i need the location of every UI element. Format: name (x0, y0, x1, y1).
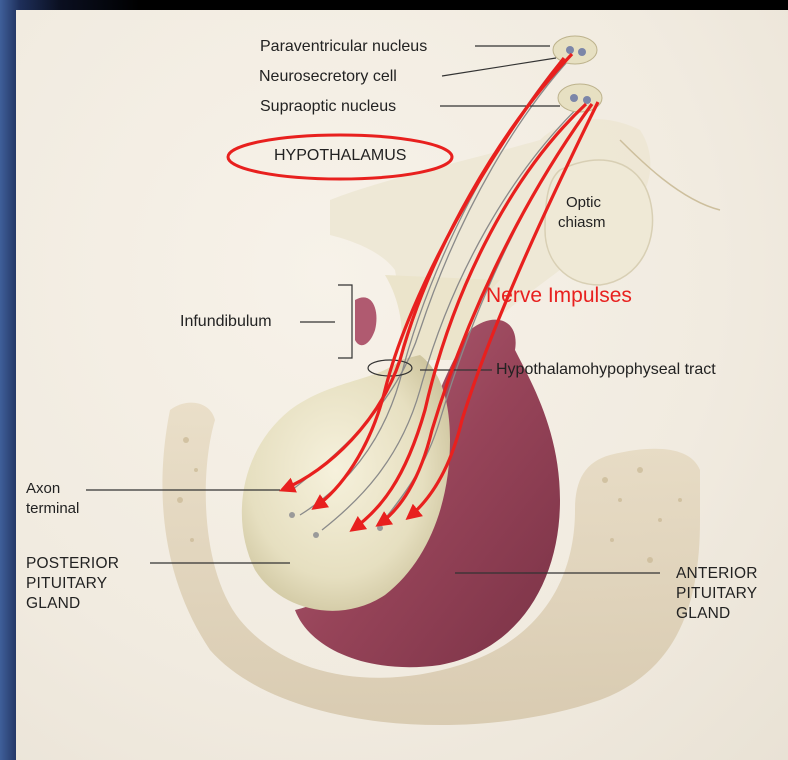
nuclei-cells (553, 36, 602, 112)
anterior-pituitary-label-line3: GLAND (676, 604, 730, 623)
hypothalamohypophyseal-tract-label: Hypothalamohypophyseal tract (496, 360, 716, 379)
neurosecretory-cell-label: Neurosecretory cell (259, 67, 397, 86)
paraventricular-nucleus-label: Paraventricular nucleus (260, 37, 427, 56)
posterior-pituitary-label-line1: POSTERIOR (26, 554, 119, 573)
anterior-pituitary-label-line2: PITUITARY (676, 584, 757, 603)
posterior-pituitary-label-line3: GLAND (26, 594, 80, 613)
diagram-artwork (16, 10, 788, 760)
hypothalamus-label: HYPOTHALAMUS (274, 147, 406, 165)
supraoptic-nucleus-label: Supraoptic nucleus (260, 97, 396, 116)
anterior-pituitary-label-line1: ANTERIOR (676, 564, 758, 583)
optic-chiasm-label-line2: chiasm (558, 213, 606, 232)
pituitary-diagram: Paraventricular nucleus Neurosecretory c… (16, 10, 788, 760)
posterior-pituitary-label-line2: PITUITARY (26, 574, 107, 593)
axon-terminal-label-line2: terminal (26, 499, 79, 518)
axon-terminal-label-line1: Axon (26, 479, 60, 498)
optic-chiasm-label-line1: Optic (566, 193, 601, 212)
infundibulum-label: Infundibulum (180, 312, 272, 331)
nerve-impulses-annotation: Nerve Impulses (486, 284, 632, 308)
